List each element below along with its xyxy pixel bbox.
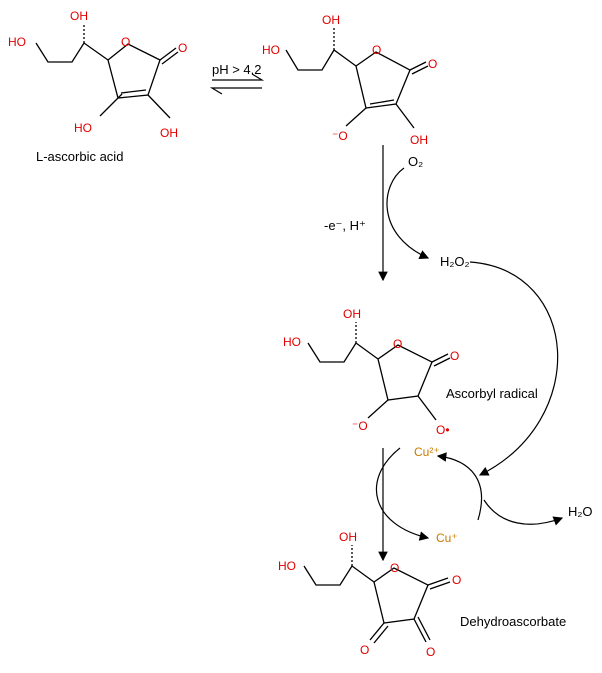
ascorbate-structure: OH HO O O ⁻O OH (262, 13, 437, 147)
carbonyl-o-label: O (426, 645, 435, 659)
dehydroascorbate-label: Dehydroascorbate (460, 614, 566, 629)
oh-label: OH (339, 530, 357, 544)
ring-o-label: O (121, 35, 130, 49)
oh-label: OH (70, 9, 88, 23)
ho-label: HO (8, 35, 26, 49)
oxidation-arrow: -e⁻, H⁺ O₂ H₂O₂ (324, 145, 559, 476)
o-minus-label: ⁻O (332, 129, 348, 143)
ascorbic-acid-structure: OH HO O O HO OH L-ascorbic acid (8, 9, 187, 164)
dehydroascorbate-structure: OH HO O O O O Dehydroascorbate (278, 530, 566, 659)
ascorbic-acid-label: L-ascorbic acid (36, 149, 123, 164)
equilibrium-arrow: pH > 4.2 (209, 62, 265, 95)
carbonyl-o-label: O (178, 41, 187, 55)
o-radical-label: O• (436, 423, 450, 437)
ho-label: HO (74, 121, 92, 135)
cuplus-label: Cu⁺ (436, 531, 458, 545)
ho-label: HO (278, 559, 296, 573)
ring-o-label: O (372, 43, 381, 57)
oh-label: OH (343, 307, 361, 321)
o2-label: O₂ (408, 154, 423, 169)
ascorbyl-radical-label: Ascorbyl radical (446, 386, 538, 401)
oh-label: OH (322, 13, 340, 27)
h2o2-label: H₂O₂ (440, 254, 470, 269)
ho-label: HO (283, 335, 301, 349)
oh-label: OH (160, 126, 178, 140)
h2o-label: H₂O (568, 504, 593, 519)
ho-label: HO (262, 43, 280, 57)
carbonyl-o-label: O (452, 573, 461, 587)
carbonyl-o-label: O (428, 57, 437, 71)
carbonyl-o-label: O (450, 349, 459, 363)
oh-label: OH (410, 133, 428, 147)
ring-o-label: O (393, 337, 402, 351)
ring-o-label: O (390, 561, 399, 575)
carbonyl-o-label: O (360, 643, 369, 657)
ph-condition-label: pH > 4.2 (212, 62, 262, 77)
cu2plus-label: Cu²⁺ (414, 445, 440, 459)
ascorbyl-radical-structure: OH HO O O ⁻O O• Ascorbyl radical (283, 307, 538, 437)
o-minus-label: ⁻O (352, 419, 368, 433)
copper-cycle: Cu²⁺ Cu⁺ H₂O (375, 445, 593, 562)
oxidation-step-label: -e⁻, H⁺ (324, 218, 366, 233)
